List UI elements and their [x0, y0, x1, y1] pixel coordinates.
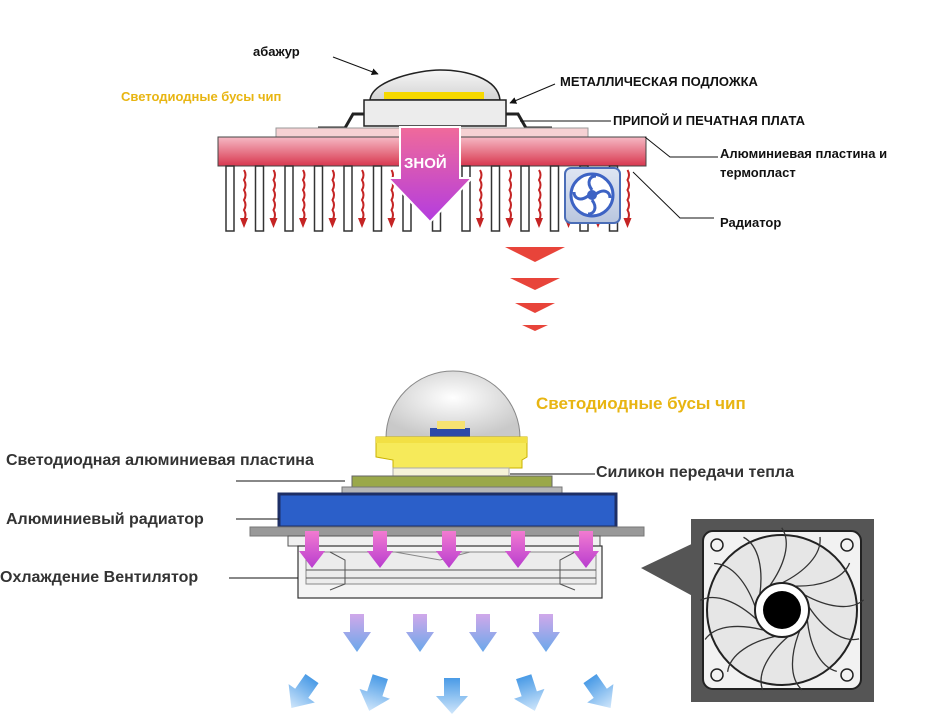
solder-left: [318, 112, 364, 130]
radiator-fin: [313, 165, 324, 232]
exhaust-arrow-shape: [359, 674, 390, 711]
cooling-fan-label: Охлаждение Вентилятор: [0, 569, 199, 586]
heat-dissipation-arrows: [505, 247, 565, 331]
heat-wave-arrowhead: [505, 218, 514, 228]
bottom-leader-lines: [229, 473, 595, 579]
heat-arrow-down: [505, 531, 531, 568]
heat-wave-line: [626, 169, 630, 221]
aluminum-plate-label: Алюминиевая пластина и: [720, 146, 888, 161]
heat-wave-line: [331, 169, 335, 221]
radiator-fin: [343, 165, 353, 232]
heat-wave-line: [478, 169, 483, 221]
led-aluminum-plate-label: Светодиодная алюминиевая пластина: [6, 452, 314, 469]
fan-icon: [564, 167, 621, 224]
exhaust-arrow: [436, 678, 468, 714]
fan-blade: [704, 625, 765, 640]
heat-transfer-arrows: [299, 531, 599, 568]
bottom-chip-top: [437, 421, 465, 429]
airflow-arrow: [406, 614, 434, 652]
fan-blade: [760, 635, 789, 691]
heat-wave-arrowhead: [269, 218, 278, 228]
top-chip-label: Светодиодные бусы чип: [121, 89, 282, 104]
shade-label: абажур: [253, 44, 300, 59]
exhaust-arrow: [288, 673, 319, 709]
heat-arrow-down: [367, 531, 393, 568]
bottom-dome: [385, 370, 521, 439]
fan-blade: [726, 635, 776, 672]
exhaust-arrow-shape: [583, 673, 614, 709]
fan-blade: [794, 562, 851, 587]
silicone-label: Силикон передачи тепла: [596, 464, 794, 481]
exhaust-arrow: [359, 674, 390, 711]
heat-wave-arrowhead: [358, 218, 366, 228]
heat-arrow-down: [573, 531, 599, 568]
radiator-fin: [520, 165, 530, 232]
heat-arrow: [385, 126, 475, 224]
heat-wave-line: [242, 169, 247, 221]
radiator-fin: [461, 165, 471, 232]
exhaust-arrow-shape: [514, 674, 545, 711]
heat-wave-arrowhead: [476, 218, 484, 228]
radiator-fin: [372, 165, 383, 232]
heat-wave-arrowhead: [387, 218, 396, 228]
radiator-fin: [225, 165, 235, 232]
aluminum-radiator-label: Алюминиевый радиатор: [6, 511, 204, 528]
aluminum-radiator: [277, 492, 618, 529]
radiator-fin: [490, 165, 501, 232]
aluminum-plate-label-2: термопласт: [720, 165, 796, 180]
solder-pcb-label: ПРИПОЙ И ПЕЧАТНАЯ ПЛАТА: [613, 113, 806, 128]
heat-label: ЗНОЙ: [404, 155, 447, 172]
radiator-fin: [284, 165, 294, 232]
heat-wave-line: [508, 169, 512, 221]
exhaust-arrow-shape: [288, 673, 319, 709]
top-leader-lines: [332, 56, 718, 219]
fan-blade: [743, 536, 762, 595]
fan-detail: [641, 519, 874, 702]
fan-blade: [791, 629, 803, 691]
heat-wave-arrowhead: [240, 218, 248, 228]
heat-arrow-down: [436, 531, 462, 568]
exhaust-airflow-arrows: [288, 673, 614, 714]
heat-wave-line: [360, 169, 365, 221]
led-aluminum-plate: [351, 475, 553, 488]
heat-wave-line: [537, 169, 542, 221]
bottom-led-package: [375, 436, 528, 469]
heat-wave-line: [272, 169, 276, 221]
silicone-layer: [392, 467, 510, 477]
fan-blade: [781, 536, 821, 584]
airflow-arrow: [469, 614, 497, 652]
heat-wave-arrowhead: [623, 218, 632, 228]
heat-wave-arrowhead: [328, 218, 337, 228]
exhaust-arrow: [583, 673, 614, 709]
fan-blade: [803, 594, 865, 608]
exhaust-arrow: [514, 674, 545, 711]
airflow-arrow: [532, 614, 560, 652]
exhaust-arrow-shape: [436, 678, 468, 714]
heat-arrow-down: [299, 531, 325, 568]
fan-blade: [714, 562, 756, 607]
fan-blades: [699, 527, 865, 691]
fan-blade: [699, 596, 758, 621]
airflow-arrow: [343, 614, 371, 652]
metal-substrate: [363, 99, 507, 127]
radiator-fin: [549, 165, 560, 232]
heat-wave-arrowhead: [535, 218, 543, 228]
led-chip: [384, 92, 484, 99]
metal-substrate-label: МЕТАЛЛИЧЕСКАЯ ПОДЛОЖКА: [560, 74, 758, 89]
heat-wave-arrowhead: [299, 218, 307, 228]
fan-blade: [768, 527, 787, 587]
airflow-arrows: [343, 614, 560, 652]
heat-wave-line: [301, 169, 306, 221]
fan-blade: [808, 606, 860, 641]
fan-blade: [806, 619, 837, 673]
radiator-label: Радиатор: [720, 215, 782, 230]
radiator-fin: [254, 165, 265, 232]
bottom-chip-label: Светодиодные бусы чип: [536, 394, 746, 413]
